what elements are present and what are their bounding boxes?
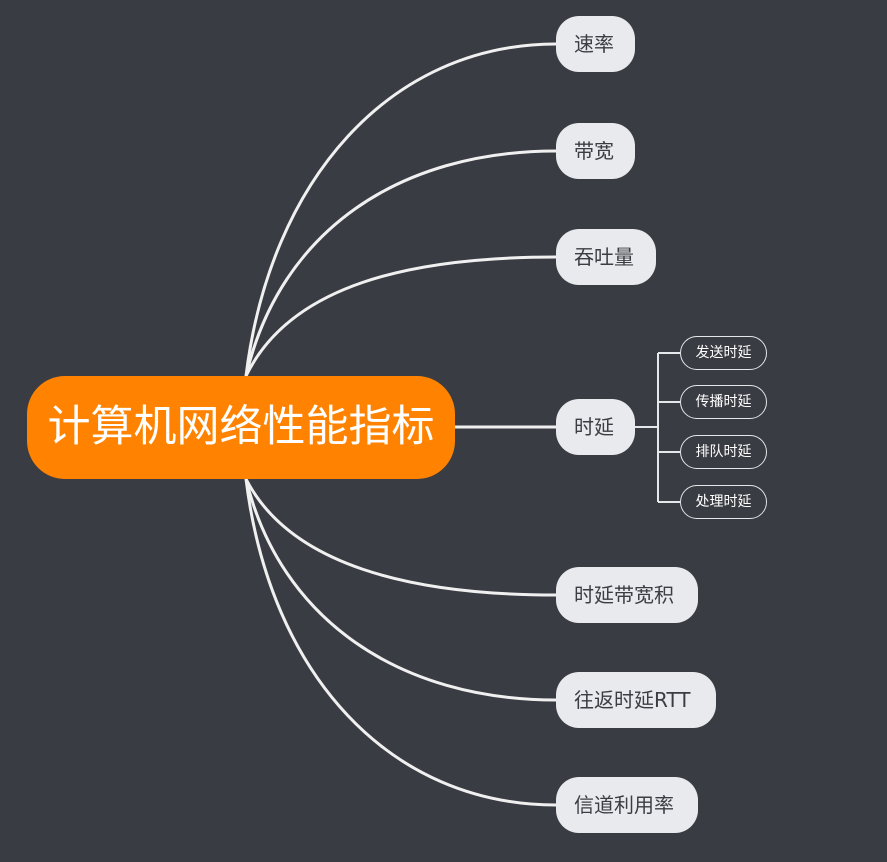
connector-root-to-topic-0 — [244, 42, 557, 377]
connector-root-to-topic-5 — [244, 478, 557, 702]
subtopic-transmission-delay[interactable]: 发送时延 — [680, 336, 767, 370]
main-topic-delay-bandwidth-product[interactable]: 时延带宽积 — [556, 567, 698, 623]
connector-root-to-topic-4 — [244, 478, 557, 597]
central-topic[interactable]: 计算机网络性能指标 — [27, 376, 455, 479]
connector-root-to-topic-6 — [244, 478, 557, 807]
main-topic-delay[interactable]: 时延 — [556, 399, 635, 455]
main-topic-throughput[interactable]: 吞吐量 — [556, 229, 656, 285]
subtopic-processing-delay[interactable]: 处理时延 — [680, 485, 767, 519]
main-topic-bandwidth[interactable]: 带宽 — [556, 123, 635, 179]
connector-root-to-topic-1 — [244, 149, 557, 377]
subtopic-queuing-delay[interactable]: 排队时延 — [680, 435, 767, 469]
main-topic-rate[interactable]: 速率 — [556, 16, 635, 72]
subtopic-propagation-delay[interactable]: 传播时延 — [680, 385, 767, 419]
connector-root-to-topic-2 — [244, 255, 557, 377]
main-topic-rtt[interactable]: 往返时延RTT — [556, 672, 716, 728]
main-topic-channel-utilization[interactable]: 信道利用率 — [556, 777, 698, 833]
